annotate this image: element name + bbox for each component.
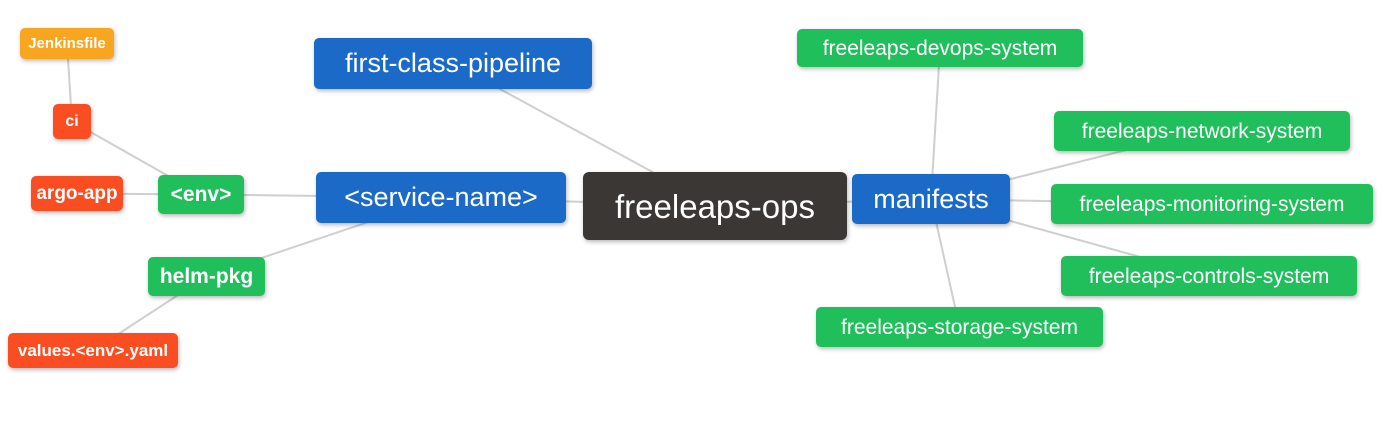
node-freeleaps-monitoring-system[interactable]: freeleaps-monitoring-system xyxy=(1051,184,1373,224)
node-helm-pkg[interactable]: helm-pkg xyxy=(148,257,265,296)
node-values-env-yaml[interactable]: values.<env>.yaml xyxy=(8,333,178,368)
node-freeleaps-devops-system[interactable]: freeleaps-devops-system xyxy=(797,29,1083,67)
node-service-name[interactable]: <service-name> xyxy=(316,172,566,223)
node-env[interactable]: <env> xyxy=(158,175,244,214)
node-freeleaps-ops-root[interactable]: freeleaps-ops xyxy=(583,172,847,240)
node-jenkinsfile[interactable]: Jenkinsfile xyxy=(20,28,114,59)
node-argo-app[interactable]: argo-app xyxy=(31,176,123,211)
node-ci[interactable]: ci xyxy=(53,104,91,139)
node-freeleaps-network-system[interactable]: freeleaps-network-system xyxy=(1054,111,1350,151)
node-manifests[interactable]: manifests xyxy=(852,174,1010,224)
node-freeleaps-storage-system[interactable]: freeleaps-storage-system xyxy=(816,307,1103,347)
node-freeleaps-controls-system[interactable]: freeleaps-controls-system xyxy=(1061,256,1357,296)
node-first-class-pipeline[interactable]: first-class-pipeline xyxy=(314,38,592,89)
